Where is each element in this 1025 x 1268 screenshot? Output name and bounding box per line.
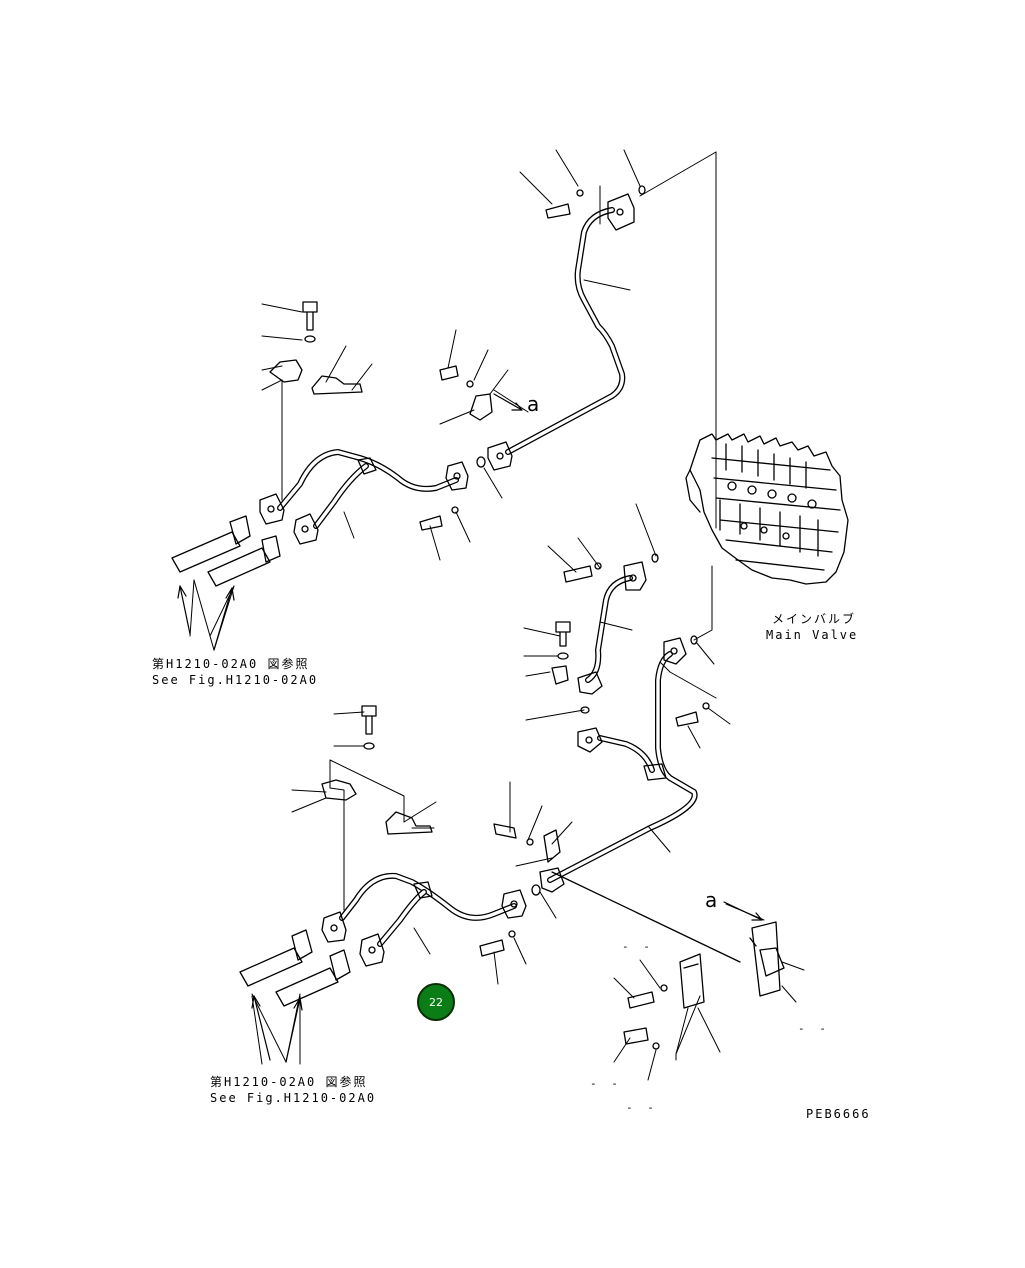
view-arrows (177, 393, 763, 1063)
part-hotspot-22[interactable]: 22 (417, 983, 455, 1021)
dash-label: - - (622, 940, 654, 953)
middle-tube (551, 553, 659, 714)
dash-label: - - (626, 1101, 658, 1114)
upper-left-tubes (171, 185, 646, 587)
view-reference-a-top: a (527, 392, 540, 416)
upper-tube (487, 193, 635, 471)
main-valve-label-japanese: メインバルブ (772, 612, 857, 626)
see-figure-lower-english: See Fig.H1210-02A0 (210, 1091, 377, 1105)
dash-label: - - (590, 1077, 622, 1090)
view-reference-a-bottom: a (705, 888, 718, 912)
lower-left-tubes (239, 705, 561, 1007)
main-valve-illustration (685, 433, 849, 585)
bracket-assembly (551, 871, 785, 1050)
lower-tube (539, 635, 710, 893)
drawing-number: PEB6666 (806, 1107, 871, 1121)
leader-lines (189, 149, 805, 1081)
see-figure-upper-english: See Fig.H1210-02A0 (152, 673, 319, 687)
main-valve-label-english: Main Valve (766, 628, 859, 642)
see-figure-lower-japanese: 第H1210-02A0 図参照 (210, 1075, 368, 1089)
dash-label: - - (798, 1022, 830, 1035)
see-figure-upper-japanese: 第H1210-02A0 図参照 (152, 657, 310, 671)
